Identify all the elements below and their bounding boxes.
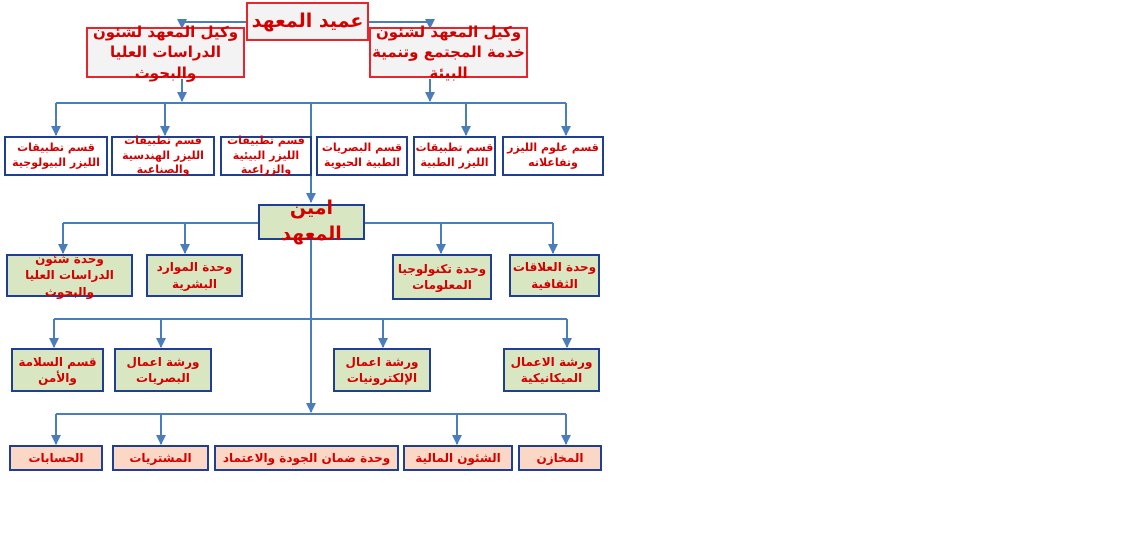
unit-human-resources: وحدة الموارد البشرية — [146, 254, 243, 297]
admin-stores: المخازن — [518, 445, 602, 471]
unit-graduate-studies: وحدة شئون الدراسات العليا والبحوث — [6, 252, 133, 299]
dept-environmental-laser: قسم تطبيقات الليزر البيئية والزراعية — [220, 134, 312, 176]
admin-purchasing: المشتريات — [112, 445, 209, 471]
dept-biomedical-optics: قسم البصريات الطبية الحيوية — [316, 136, 408, 176]
dept-biological-laser: قسم تطبيقات الليزر البيولوجية — [4, 136, 108, 176]
workshop-mechanical: ورشة الاعمال الميكانيكية — [503, 348, 600, 392]
institute-secretary-box: امين المعهد — [258, 197, 365, 245]
dept-engineering-laser: قسم تطبيقات الليزر الهندسية والصناعية — [111, 134, 215, 176]
vice-dean-graduate-box: وكيل المعهد لشئون الدراسات العليا والبحو… — [86, 23, 245, 82]
vice-dean-community-box: وكيل المعهد لشئون خدمة المجتمع وتنمية ال… — [369, 23, 528, 82]
dept-safety-security: قسم السلامة والأمن — [11, 348, 104, 392]
unit-information-technology: وحدة تكنولوجيا المعلومات — [392, 254, 492, 300]
dept-laser-science: قسم علوم الليزر وتفاعلاته — [502, 136, 604, 176]
admin-quality-assurance: وحدة ضمان الجودة والاعتماد — [214, 445, 399, 471]
admin-financial-affairs: الشئون المالية — [403, 445, 513, 471]
dept-medical-laser: قسم تطبيقات الليزر الطبية — [413, 136, 496, 176]
admin-accounts: الحسابات — [9, 445, 103, 471]
workshop-optics: ورشة اعمال البصريات — [114, 348, 212, 392]
dean-box: عميد المعهد — [246, 2, 369, 41]
unit-cultural-relations: وحدة العلاقات الثقافية — [509, 254, 600, 297]
workshop-electronics: ورشة اعمال الإلكترونيات — [333, 348, 431, 392]
